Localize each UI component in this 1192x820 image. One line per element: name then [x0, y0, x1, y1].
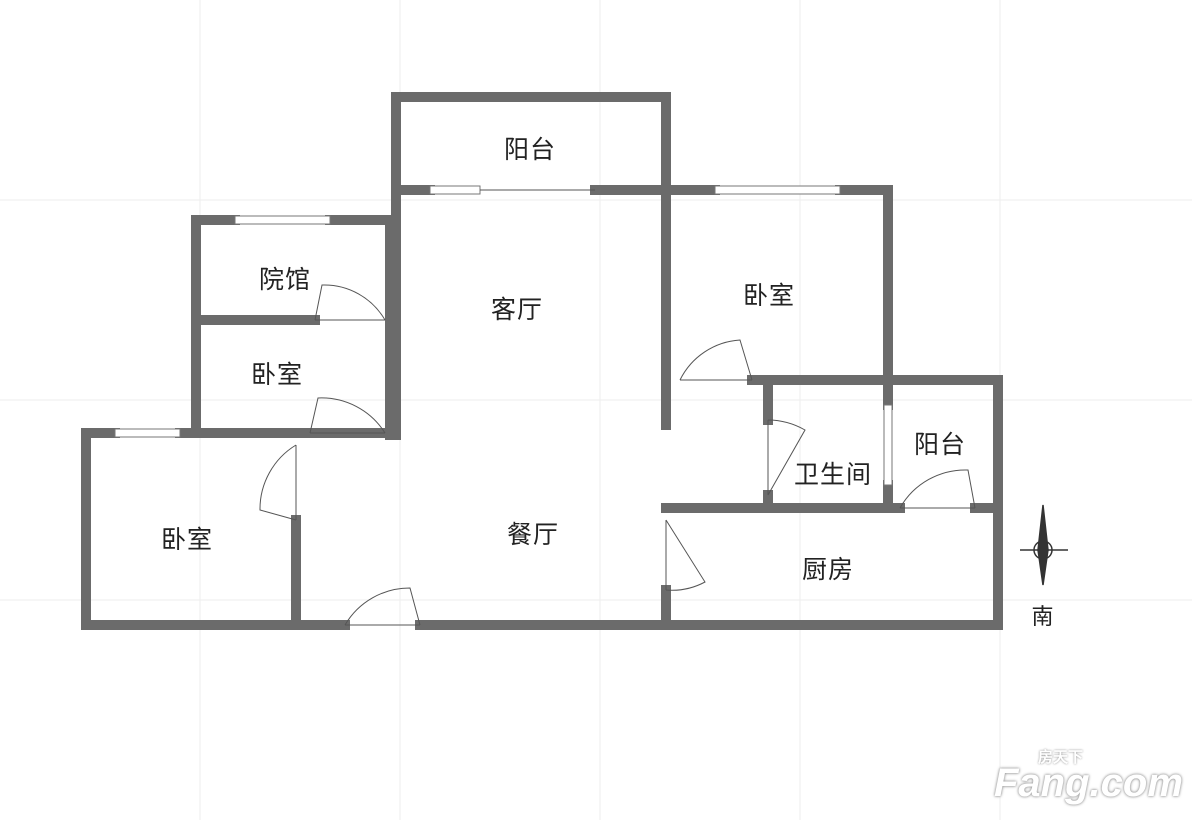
windows: [114, 185, 893, 486]
doors: [259, 189, 976, 626]
room-label-courtyard: 院馆: [258, 265, 312, 294]
walls: [81, 92, 1003, 630]
watermark-logo: 房天下 Fang.com: [994, 746, 1183, 806]
watermark-en: Fang.com: [994, 761, 1183, 805]
compass-label-south: 南: [1031, 605, 1055, 630]
compass-icon: [1020, 504, 1068, 586]
room-label-balcony-right: 阳台: [913, 430, 967, 459]
room-label-bedroom-left: 卧室: [160, 525, 214, 554]
room-label-bedroom-small: 卧室: [250, 360, 304, 389]
room-label-living-room: 客厅: [490, 295, 544, 324]
room-label-kitchen: 厨房: [801, 555, 855, 584]
room-label-balcony-top: 阳台: [503, 135, 557, 164]
room-label-bathroom: 卫生间: [793, 460, 873, 489]
watermark-cn: 房天下: [1038, 748, 1084, 766]
room-label-dining-room: 餐厅: [506, 520, 560, 549]
room-label-bedroom-right: 卧室: [742, 281, 796, 310]
